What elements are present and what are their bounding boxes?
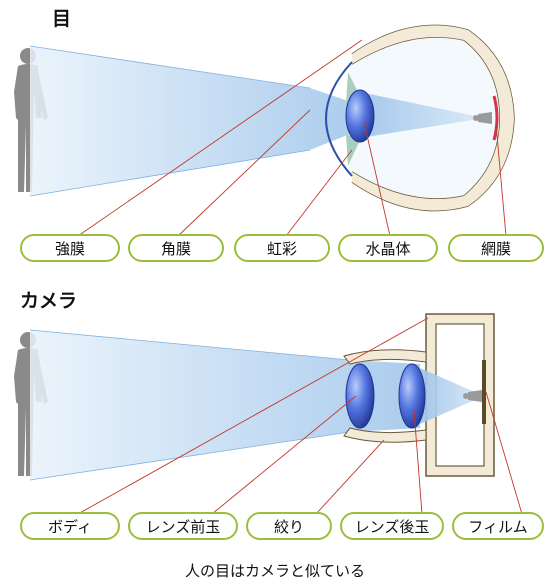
- label-front-lens: レンズ前玉: [128, 512, 238, 540]
- label-crystalline-lens: 水晶体: [338, 234, 438, 262]
- label-iris: 虹彩: [234, 234, 330, 262]
- camera-section-title: カメラ: [20, 290, 78, 312]
- lens-icon: [345, 363, 375, 429]
- label-body: ボディ: [20, 512, 120, 540]
- label-aperture: 絞り: [246, 512, 332, 540]
- lens-icon: [398, 363, 426, 429]
- camera-leader-lines: [77, 317, 523, 515]
- eyeball-icon: [325, 24, 515, 212]
- label-cornea: 角膜: [128, 234, 224, 262]
- label-film: フィルム: [452, 512, 544, 540]
- label-rear-lens: レンズ後玉: [340, 512, 444, 540]
- figure-caption: 人の目はカメラと似ている: [184, 562, 365, 580]
- eye-section-title: 目: [52, 8, 72, 30]
- lens-icon: [345, 89, 375, 143]
- camera-light-cone: [30, 330, 420, 480]
- eye-leader-lines: [77, 39, 507, 237]
- label-sclera: 強膜: [20, 234, 120, 262]
- eye-light-cone: [30, 46, 360, 196]
- label-retina: 網膜: [448, 234, 544, 262]
